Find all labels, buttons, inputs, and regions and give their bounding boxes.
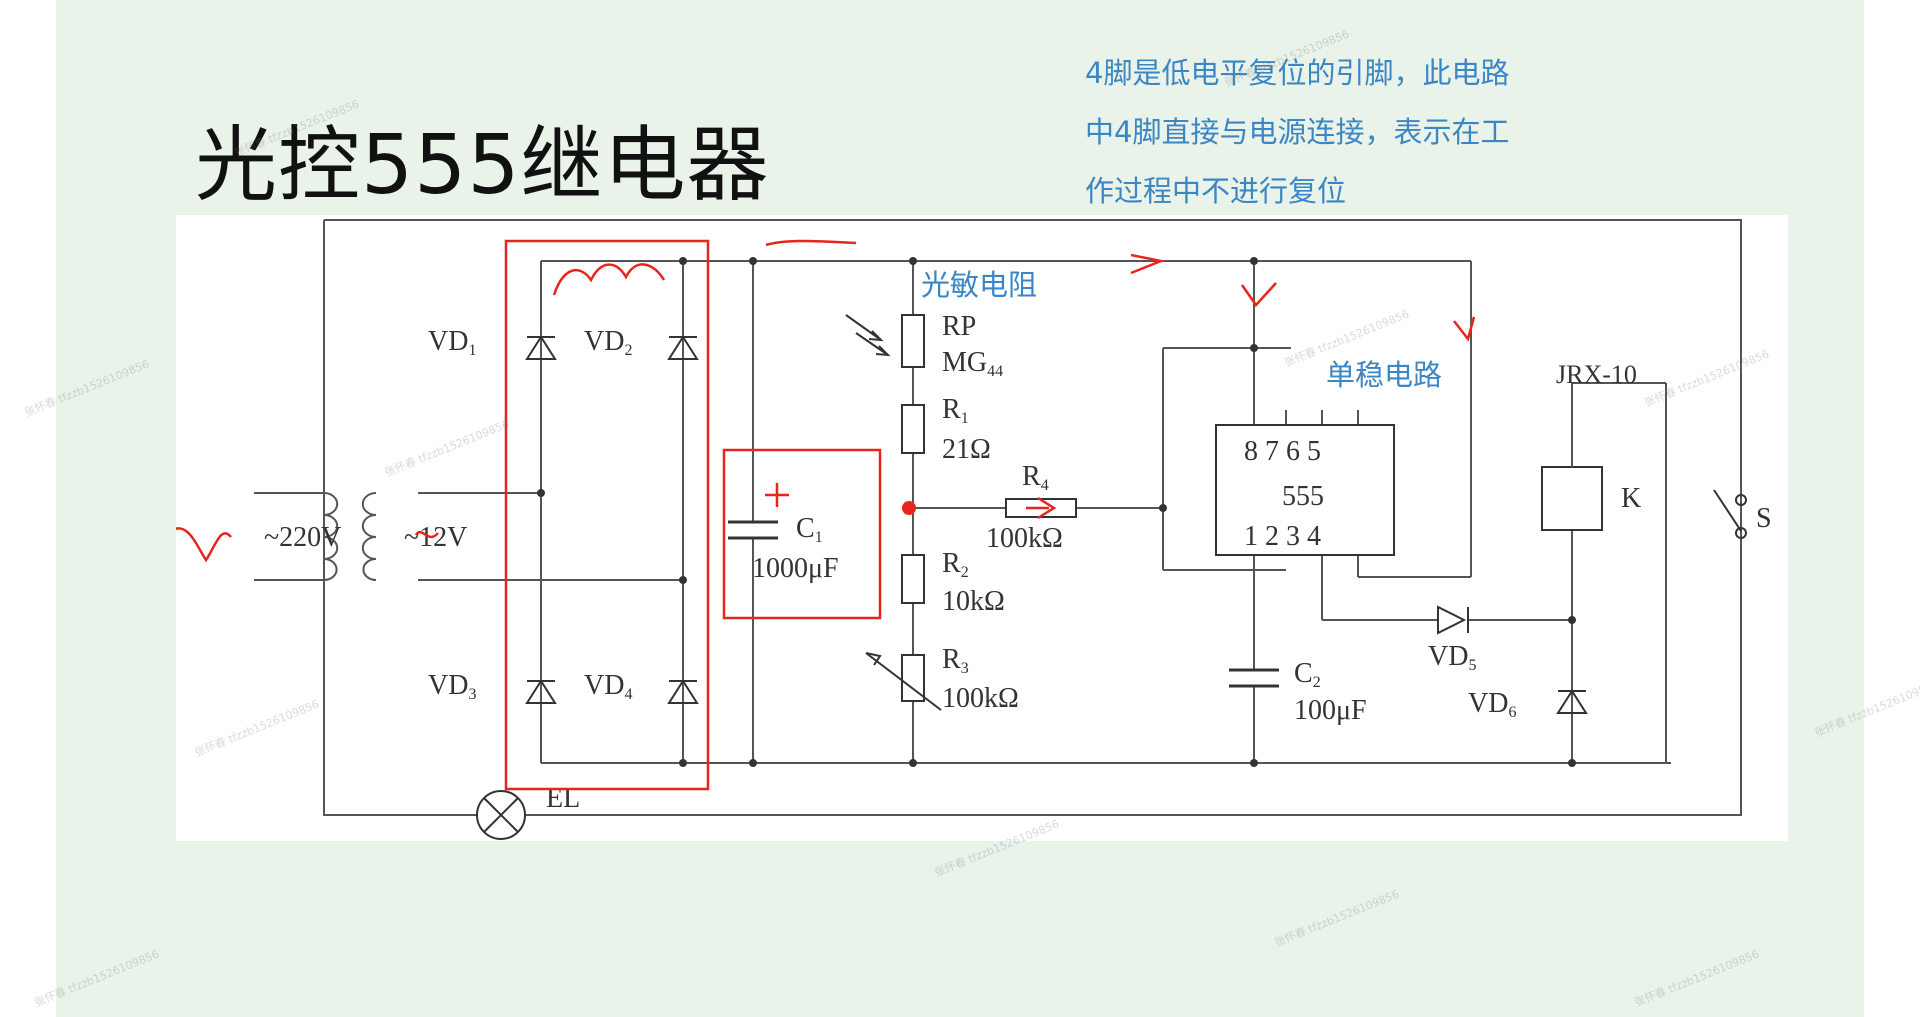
c1-name-label: C1: [796, 513, 823, 546]
r1-value-label: 21Ω: [942, 434, 991, 465]
ic-bottom-pins-label: 1 2 3 4: [1244, 521, 1321, 552]
arrow-r4: [1026, 496, 1057, 520]
relay-coil-label: K: [1621, 483, 1641, 514]
r3-value-label: 100kΩ: [942, 683, 1019, 714]
relay-coil-icon: [1541, 466, 1603, 531]
c1-highlight-box: [722, 448, 882, 620]
circuit-diagram: ~220V ~12V VD1 VD2 VD3 VD4 C1 1000μF RP …: [176, 215, 1788, 841]
vd5-label: VD5: [1428, 641, 1476, 674]
note-line: 中4脚直接与电源连接，表示在工: [1085, 115, 1510, 149]
capacitor-c1-icon: [728, 520, 778, 540]
pin4-note: 4脚是低电平复位的引脚，此电路 中4脚直接与电源连接，表示在工 作过程中不进行复…: [1085, 44, 1605, 221]
check-mark-1: [1240, 282, 1277, 307]
output-voltage-label: ~12V: [404, 522, 467, 553]
switch-s-icon: [1713, 489, 1747, 539]
monostable-annotation: 单稳电路: [1326, 358, 1442, 392]
resistor-r1-icon: [901, 404, 925, 454]
potentiometer-arrow-icon: [865, 652, 942, 711]
vd6-label: VD6: [1468, 688, 1516, 721]
diode-vd6-icon: [1556, 689, 1588, 714]
transformer-icon: [323, 492, 377, 581]
r2-name-label: R2: [942, 548, 969, 581]
red-annotations: [176, 239, 1476, 791]
r2-value-label: 10kΩ: [942, 586, 1005, 617]
c2-name-label: C2: [1294, 658, 1321, 691]
diode-vd3-icon: [525, 679, 557, 704]
c1-value-label: 1000μF: [752, 553, 839, 584]
capacitor-c2-icon: [1229, 668, 1279, 688]
diode-vd4-icon: [667, 679, 699, 704]
bridge-highlight-box: [504, 239, 710, 791]
rp-name-label: RP: [942, 311, 976, 342]
check-mark-2: [1453, 316, 1476, 342]
slide-title: 光控555继电器: [195, 118, 770, 213]
r4-value-label: 100kΩ: [986, 523, 1063, 554]
arrow-right-top: [1130, 253, 1166, 275]
note-line: 4脚是低电平复位的引脚，此电路: [1085, 56, 1510, 90]
vd3-label: VD3: [428, 670, 476, 703]
photoresistor-annotation: 光敏电阻: [921, 268, 1037, 302]
diode-vd2-icon: [667, 335, 699, 360]
resistor-r2-icon: [901, 554, 925, 604]
vd1-label: VD1: [428, 326, 476, 359]
rp-model-label: MG44: [942, 347, 1003, 380]
vd2-label: VD2: [584, 326, 632, 359]
lamp-el-icon: [476, 790, 526, 840]
relay-model-label: JRX-10: [1556, 360, 1637, 389]
red-node-dot: [902, 501, 916, 515]
ac-wave-sketch: [176, 527, 232, 563]
ac-wave-sketch-small: [414, 530, 439, 539]
junction-dots: [537, 257, 1576, 767]
lamp-label: EL: [546, 783, 580, 814]
dc-line-sketch: [765, 239, 857, 247]
circuit-background: [176, 215, 1788, 841]
diode-vd5-icon: [1437, 605, 1469, 635]
diode-vd1-icon: [525, 335, 557, 360]
circuit-wires: [254, 219, 1742, 816]
c2-value-label: 100μF: [1294, 695, 1367, 726]
ic-top-pins-label: 8 7 6 5: [1244, 436, 1321, 467]
r4-name-label: R4: [1022, 461, 1049, 494]
ic-name-label: 555: [1282, 481, 1324, 512]
resistor-r3-icon: [901, 654, 925, 702]
bridge-diodes: [525, 335, 699, 704]
input-voltage-label: ~220V: [264, 522, 341, 553]
switch-label: S: [1756, 503, 1772, 534]
photoresistor-rp-icon: [901, 314, 925, 368]
vd4-label: VD4: [584, 670, 632, 703]
note-line: 作过程中不进行复位: [1085, 174, 1347, 208]
r3-name-label: R3: [942, 644, 969, 677]
ic-555-icon: [1215, 424, 1395, 556]
r1-name-label: R1: [942, 394, 969, 427]
rectified-wave-sketch: [552, 263, 666, 296]
light-arrows-icon: [845, 314, 891, 357]
